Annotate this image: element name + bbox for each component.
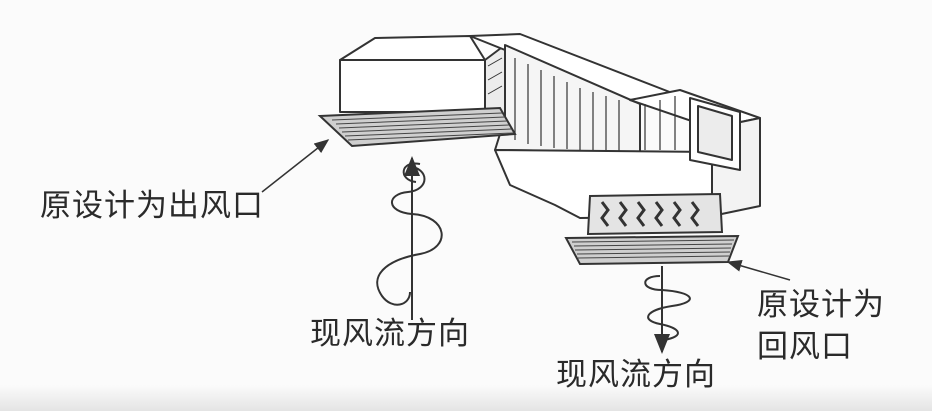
- right-airflow-indicator: [644, 266, 691, 354]
- label-current-airflow-left: 现风流方向: [310, 316, 470, 352]
- supply-grille: [317, 106, 517, 148]
- leader-lines: [261, 139, 791, 281]
- left-airflow-indicator: [376, 156, 443, 320]
- label-original-return-line1: 原设计为: [757, 287, 885, 323]
- label-original-return-line2: 回风口: [757, 329, 853, 365]
- return-grille: [564, 192, 740, 266]
- label-original-supply-outlet: 原设计为出风口: [40, 188, 264, 224]
- label-current-airflow-right: 现风流方向: [556, 357, 716, 393]
- scan-shadow: [0, 385, 932, 411]
